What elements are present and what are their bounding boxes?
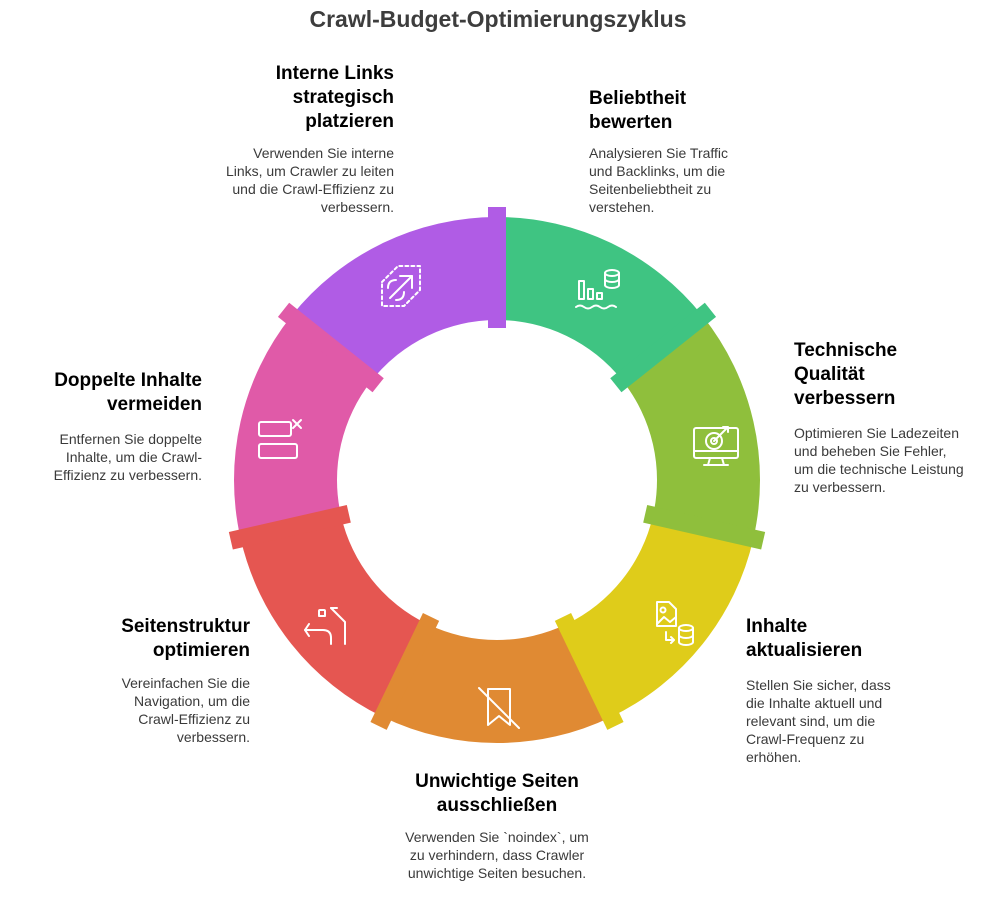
ring-connector-struktur — [228, 505, 351, 550]
step-heading-links: Interne Links strategisch platzieren — [275, 63, 394, 132]
step-heading-technik: Technische Qualität verbessern — [794, 340, 898, 409]
step-desc-doppelt: Entfernen Sie doppelte Inhalte, um die C… — [53, 431, 202, 483]
step-desc-beliebtheit: Analysieren Sie Traffic und Backlinks, u… — [589, 145, 729, 215]
ring-segment-technik — [622, 316, 761, 539]
step-heading-unwichtig: Unwichtige Seiten ausschließen — [415, 771, 579, 816]
bar-chart-database-icon — [575, 269, 620, 310]
ring-connector-technik — [643, 505, 766, 550]
ring-segment-links — [291, 217, 497, 381]
ring-connector-inhalte — [554, 613, 624, 730]
duplicate-remove-icon — [258, 419, 302, 459]
step-desc-unwichtig: Verwenden Sie `noindex`, um zu verhinder… — [405, 829, 589, 881]
ring-connector-links — [488, 207, 506, 328]
bookmark-off-icon — [478, 687, 520, 729]
step-heading-doppelt: Doppelte Inhalte vermeiden — [54, 370, 202, 415]
ring-segment-struktur — [240, 515, 428, 717]
monitor-target-icon — [693, 426, 739, 466]
step-desc-struktur: Vereinfachen Sie die Navigation, um die … — [121, 675, 250, 745]
link-file-icon — [381, 265, 421, 307]
step-desc-links: Verwenden Sie interne Links, um Crawler … — [225, 145, 394, 215]
step-desc-inhalte: Stellen Sie sicher, dass die Inhalte akt… — [746, 677, 891, 765]
route-icon — [304, 607, 346, 645]
ring-segment-doppelt — [234, 316, 372, 539]
step-heading-inhalte: Inhalte aktualisieren — [746, 616, 863, 661]
step-desc-technik: Optimieren Sie Ladezeiten und beheben Si… — [794, 425, 964, 495]
ring-connector-doppelt — [277, 302, 384, 393]
ring-connector-beliebtheit — [610, 302, 717, 393]
image-file-database-icon — [656, 601, 694, 646]
diagram-title: Crawl-Budget-Optimierungszyklus — [309, 6, 687, 32]
ring-segment-unwichtig — [382, 624, 612, 744]
step-heading-beliebtheit: Beliebtheit bewerten — [589, 88, 687, 133]
ring-connector-unwichtig — [370, 613, 440, 730]
step-heading-struktur: Seitenstruktur optimieren — [121, 616, 250, 661]
ring-segment-inhalte — [566, 515, 754, 717]
